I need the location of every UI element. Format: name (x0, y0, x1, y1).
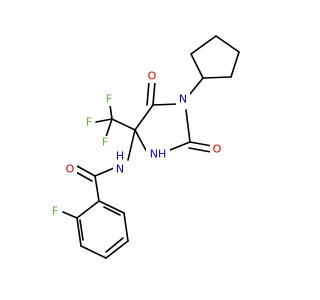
atom-o-amide: O (63, 162, 77, 176)
right-carbonyl-bond (188, 141, 213, 153)
aryl-fluorine-bond (62, 211, 78, 219)
svg-text:H: H (116, 150, 124, 163)
amide-carbonyl-bond (73, 165, 96, 182)
svg-text:O: O (213, 143, 222, 156)
molecule-structure: N NH O O F F F N H O F (49, 35, 240, 259)
svg-text:N: N (116, 163, 124, 176)
carbonyl-aryl-bond (94, 175, 100, 202)
atom-o-right: O (210, 142, 224, 156)
atom-h-amide: H (113, 149, 127, 163)
svg-text:F: F (52, 205, 58, 218)
amide-n-c-bond (94, 167, 115, 177)
atom-f3: F (99, 136, 111, 149)
svg-text:F: F (102, 136, 108, 149)
svg-text:F: F (106, 93, 112, 106)
atom-o-top: O (145, 69, 159, 83)
n-cyclopentyl-bond (189, 77, 204, 95)
atom-n-amide: N (113, 162, 127, 176)
atom-nh: NH (146, 147, 170, 161)
svg-text:F: F (86, 116, 92, 129)
svg-text:O: O (148, 70, 157, 83)
svg-text:N: N (179, 93, 187, 106)
atom-f2: F (83, 116, 95, 129)
atom-f-ring: F (49, 205, 61, 218)
top-carbonyl-bond (146, 81, 156, 106)
svg-text:NH: NH (150, 148, 167, 161)
c4-amide-n-bond (127, 129, 136, 161)
trifluoromethyl-group (95, 104, 136, 138)
svg-text:O: O (66, 163, 75, 176)
benzene-ring (76, 200, 129, 259)
atom-f1: F (103, 93, 115, 106)
imidazolidinedione-ring (134, 103, 191, 155)
cyclopentyl-ring (190, 35, 240, 79)
atom-n-top: N (176, 92, 190, 106)
